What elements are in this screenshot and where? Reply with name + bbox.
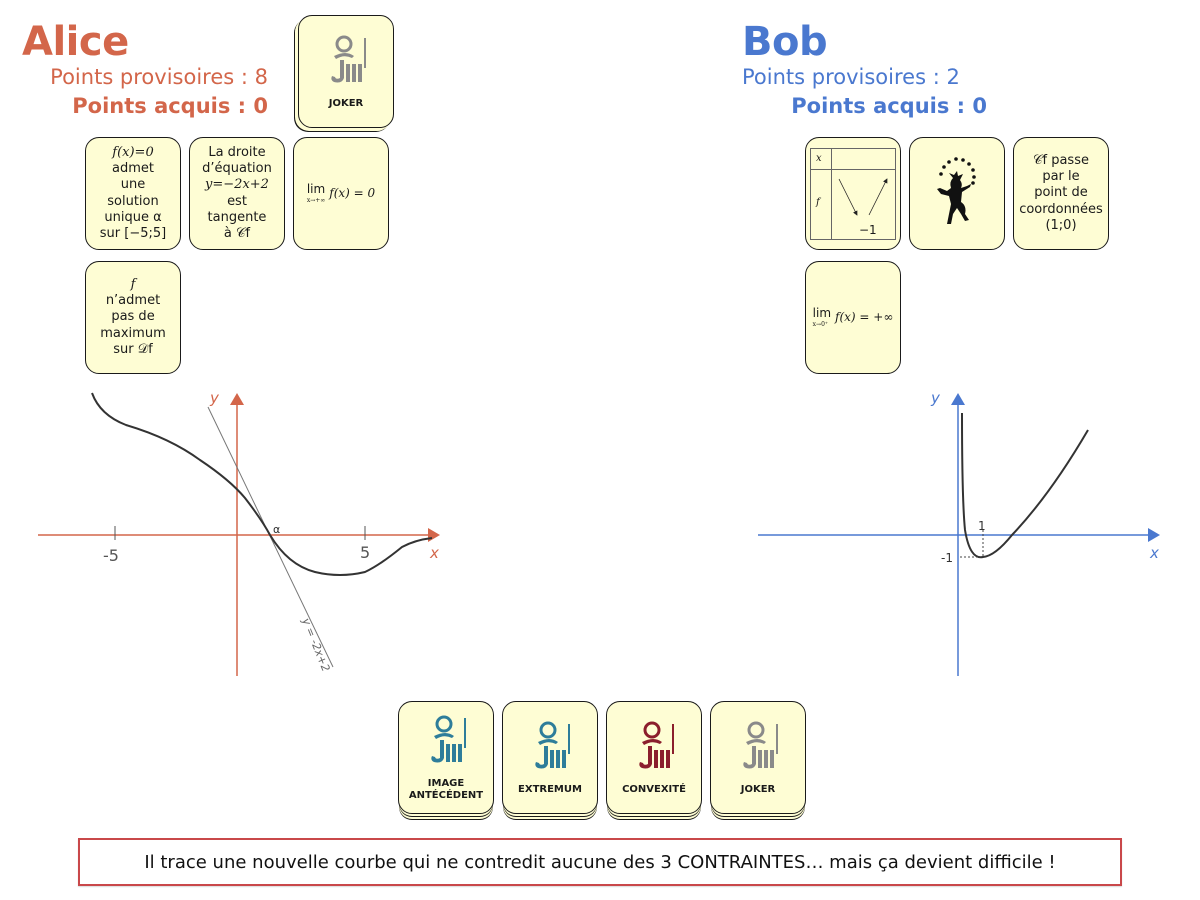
deck-card-label: JOKER bbox=[740, 783, 776, 795]
x-axis-label: x bbox=[429, 544, 439, 562]
card-line: 𝒞f passe bbox=[1033, 152, 1089, 168]
alice-provisional-points: Points provisoires : 8 bbox=[50, 65, 268, 89]
card-line: tangente bbox=[207, 209, 267, 225]
card-line: coordonnées bbox=[1019, 201, 1103, 217]
bob-chart: x y 1 -1 bbox=[758, 389, 1160, 676]
y-axis-label: y bbox=[930, 389, 941, 407]
root-label-alpha: α bbox=[273, 523, 280, 536]
logo-icon bbox=[535, 721, 570, 768]
alice-card-unique-solution[interactable]: f(x)=0 admet une solution unique α sur [… bbox=[85, 137, 181, 250]
variation-table: x f −1 bbox=[810, 147, 896, 240]
x-axis-label: x bbox=[1149, 544, 1159, 562]
card-line: f bbox=[130, 276, 136, 292]
logo-icon bbox=[743, 721, 778, 768]
card-line: (1;0) bbox=[1045, 217, 1077, 233]
tick-label-minus-1: -1 bbox=[941, 551, 953, 565]
deck-card-convexite[interactable]: CONVEXITÉ bbox=[606, 701, 702, 814]
tangent-label: y = -2x+2 bbox=[299, 615, 333, 673]
deck-card-joker[interactable]: JOKER bbox=[710, 701, 806, 814]
row-f-label: f bbox=[816, 196, 820, 208]
alice-name: Alice bbox=[22, 19, 129, 65]
curve-f bbox=[91, 392, 433, 576]
y-axis-label: y bbox=[209, 389, 220, 407]
bob-provisional-points: Points provisoires : 2 bbox=[742, 65, 960, 89]
variation-arrows-icon bbox=[838, 177, 888, 216]
min-value: −1 bbox=[859, 222, 877, 237]
card-line: f(x)=0 bbox=[112, 144, 154, 160]
card-line: solution bbox=[107, 193, 159, 209]
card-line: maximum bbox=[100, 325, 166, 341]
card-line: pas de bbox=[111, 309, 155, 325]
alice-card-no-maximum[interactable]: f n’admet pas de maximum sur 𝒟f bbox=[85, 261, 181, 374]
card-line: une bbox=[120, 177, 146, 193]
card-line: La droite bbox=[208, 144, 266, 160]
alice-card-tangent[interactable]: La droite d’équation y=−2x+2 est tangent… bbox=[189, 137, 285, 250]
alice-chart: x y -5 5 α y = -2x+2 bbox=[38, 389, 440, 676]
card-line: à 𝒞f bbox=[223, 226, 251, 241]
card-line: sur [−5;5] bbox=[99, 226, 167, 241]
deck-card-label: ANTÉCÉDENT bbox=[408, 789, 484, 801]
curve-f bbox=[961, 412, 1089, 559]
bob-card-joker[interactable] bbox=[909, 137, 1005, 250]
card-line: point de bbox=[1034, 185, 1088, 201]
deck-card-label: CONVEXITÉ bbox=[622, 783, 686, 795]
deck-card-label: EXTREMUM bbox=[518, 783, 582, 795]
logo-icon bbox=[431, 715, 466, 762]
logo-icon bbox=[639, 721, 674, 768]
jester-icon bbox=[937, 156, 976, 224]
bob-name: Bob bbox=[742, 19, 828, 65]
x-axis-arrow bbox=[1148, 528, 1160, 542]
deck-card-label: JOKER bbox=[328, 97, 364, 109]
alice-joker-deck-card[interactable]: JOKER bbox=[298, 15, 394, 128]
bob-card-passes-point[interactable]: 𝒞f passe par le point de coordonnées (1;… bbox=[1013, 137, 1109, 250]
card-line: y=−2x+2 bbox=[205, 177, 269, 193]
deck-card-label: IMAGE bbox=[427, 777, 465, 789]
row-x-label: x bbox=[816, 152, 822, 164]
deck-card-image-antecedent[interactable]: IMAGE ANTÉCÉDENT bbox=[398, 701, 494, 814]
card-line: d’équation bbox=[202, 161, 272, 176]
tick-label-5: 5 bbox=[360, 543, 370, 562]
deck-card-extremum[interactable]: EXTREMUM bbox=[502, 701, 598, 814]
limit-value: f(x) = 0 bbox=[329, 186, 376, 200]
limit-value: f(x) = +∞ bbox=[835, 310, 894, 324]
limit-subscript: x→0⁺ bbox=[812, 321, 829, 329]
logo-icon bbox=[331, 35, 366, 82]
caption-banner: Il trace une nouvelle courbe qui ne cont… bbox=[78, 838, 1122, 886]
bob-acquired-points: Points acquis : 0 bbox=[791, 94, 987, 118]
y-axis-arrow bbox=[230, 393, 244, 405]
tick-label-1: 1 bbox=[978, 519, 986, 533]
card-line: sur 𝒟f bbox=[113, 341, 153, 357]
bob-card-variation-table[interactable]: x f −1 bbox=[805, 137, 901, 250]
card-line: admet bbox=[112, 161, 154, 176]
card-line: n’admet bbox=[105, 293, 161, 309]
card-line: est bbox=[227, 193, 247, 209]
limit-subscript: x→+∞ bbox=[306, 197, 326, 205]
x-axis-arrow bbox=[428, 528, 440, 542]
tick-label-minus-5: -5 bbox=[103, 546, 119, 565]
card-line: unique α bbox=[104, 209, 162, 225]
card-line: par le bbox=[1042, 169, 1080, 185]
alice-acquired-points: Points acquis : 0 bbox=[72, 94, 268, 118]
y-axis-arrow bbox=[951, 393, 965, 405]
